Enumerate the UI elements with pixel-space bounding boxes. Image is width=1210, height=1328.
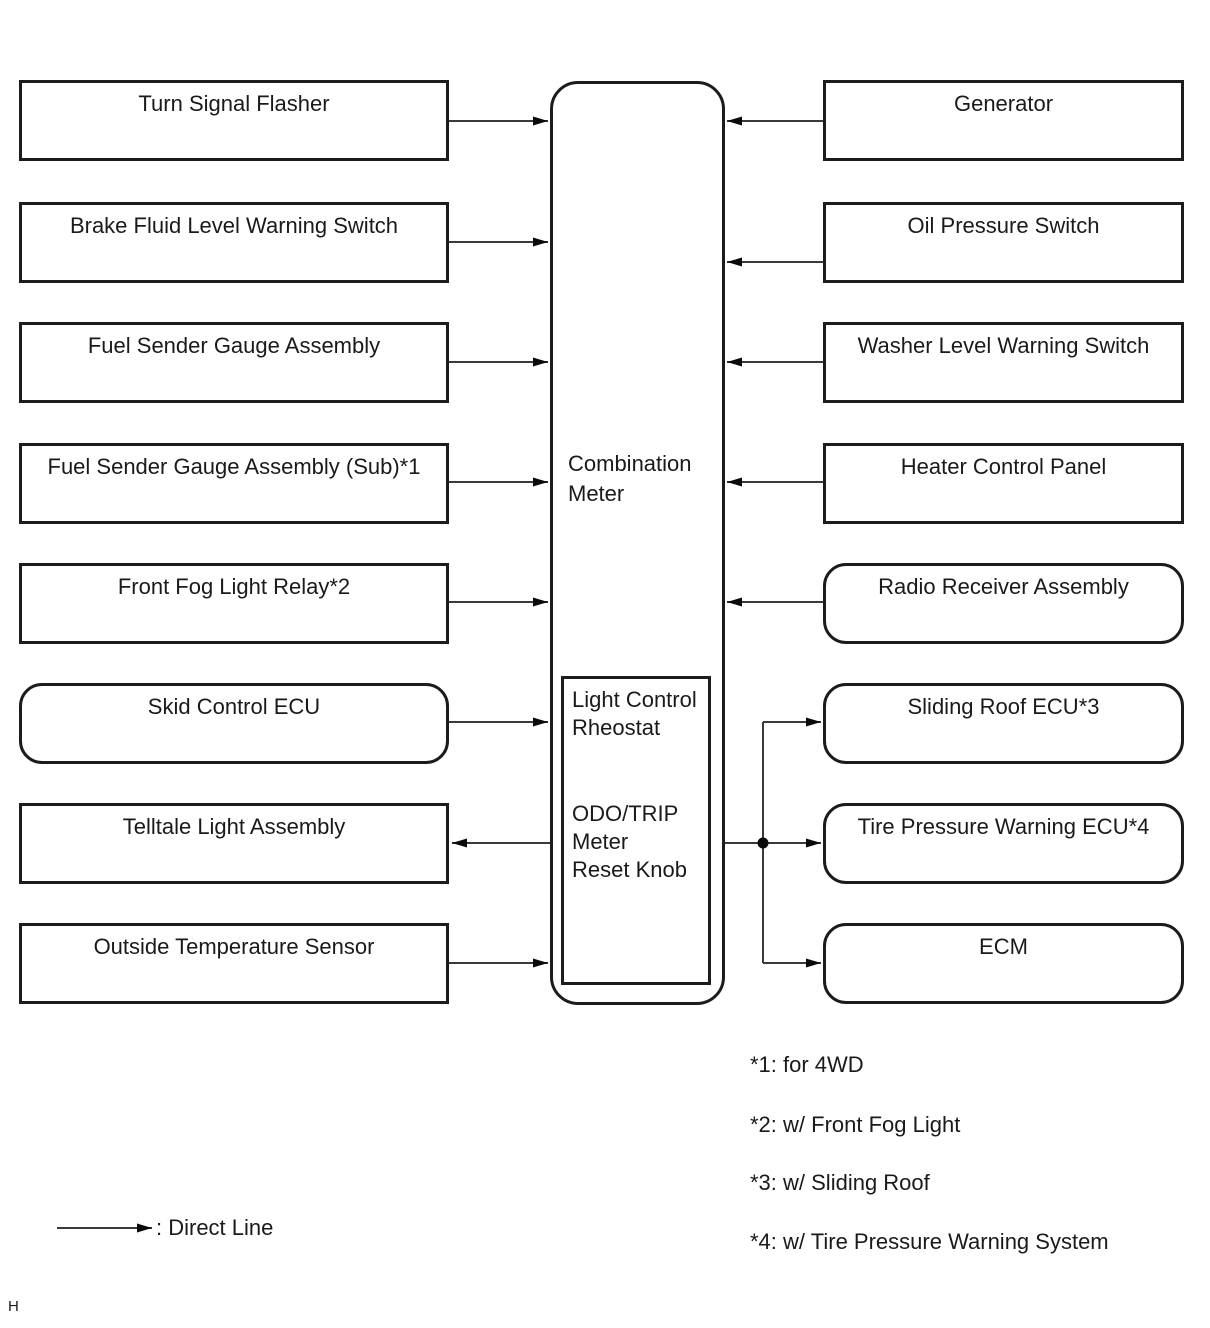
node-outside-temperature-sensor: Outside Temperature Sensor (19, 923, 449, 1004)
node-washer-level-warning-switch: Washer Level Warning Switch (823, 322, 1184, 403)
node-front-fog-light-relay: Front Fog Light Relay*2 (19, 563, 449, 644)
footnote-1: *1: for 4WD (750, 1052, 864, 1077)
node-label: Oil Pressure Switch (907, 213, 1100, 238)
combination-meter-label-line1: Combination (568, 451, 692, 476)
junction-dot (757, 837, 769, 849)
combination-meter-label: Combination Meter (568, 449, 718, 509)
node-label: Sliding Roof ECU*3 (907, 694, 1100, 719)
node-label: Front Fog Light Relay*2 (117, 574, 351, 599)
node-label: Fuel Sender Gauge Assembly (87, 333, 381, 358)
footnote-2: *2: w/ Front Fog Light (750, 1112, 961, 1137)
node-label: Brake Fluid Level Warning Switch (69, 213, 399, 238)
node-skid-control-ecu: Skid Control ECU (19, 683, 449, 764)
node-turn-signal-flasher: Turn Signal Flasher (19, 80, 449, 161)
node-label: Skid Control ECU (147, 694, 321, 719)
node-oil-pressure-switch: Oil Pressure Switch (823, 202, 1184, 283)
node-label: Outside Temperature Sensor (93, 934, 375, 959)
node-fuel-sender-gauge-assembly-sub: Fuel Sender Gauge Assembly (Sub)*1 (19, 443, 449, 524)
node-label: Turn Signal Flasher (138, 91, 330, 116)
odo-trip-reset-knob-label: ODO/TRIP Meter Reset Knob (572, 800, 707, 884)
node-ecm: ECM (823, 923, 1184, 1004)
node-generator: Generator (823, 80, 1184, 161)
node-label: Telltale Light Assembly (122, 814, 346, 839)
meter-controls-box: Light Control Rheostat ODO/TRIP Meter Re… (561, 676, 711, 985)
node-label: Tire Pressure Warning ECU*4 (857, 814, 1150, 839)
node-heater-control-panel: Heater Control Panel (823, 443, 1184, 524)
light-control-rheostat-label: Light Control Rheostat (572, 686, 707, 742)
odo-trip-line3: Reset Knob (572, 857, 687, 882)
node-radio-receiver-assembly: Radio Receiver Assembly (823, 563, 1184, 644)
node-tire-pressure-warning-ecu: Tire Pressure Warning ECU*4 (823, 803, 1184, 884)
node-label: Heater Control Panel (900, 454, 1107, 479)
node-sliding-roof-ecu: Sliding Roof ECU*3 (823, 683, 1184, 764)
light-control-line1: Light Control (572, 687, 697, 712)
page-corner-letter: H (8, 1298, 19, 1315)
node-label: Washer Level Warning Switch (857, 333, 1150, 358)
odo-trip-line2: Meter (572, 829, 629, 854)
node-label: ECM (979, 934, 1028, 959)
node-label: Radio Receiver Assembly (878, 574, 1129, 599)
footnote-3: *3: w/ Sliding Roof (750, 1170, 930, 1195)
node-label: Generator (953, 91, 1054, 116)
node-telltale-light-assembly: Telltale Light Assembly (19, 803, 449, 884)
odo-trip-line1: ODO/TRIP (572, 801, 679, 826)
node-brake-fluid-level-warning-switch: Brake Fluid Level Warning Switch (19, 202, 449, 283)
node-fuel-sender-gauge-assembly: Fuel Sender Gauge Assembly (19, 322, 449, 403)
node-label: Fuel Sender Gauge Assembly (Sub)*1 (47, 454, 421, 479)
combination-meter-label-line2: Meter (568, 481, 625, 506)
footnote-4: *4: w/ Tire Pressure Warning System (750, 1229, 1109, 1254)
legend-direct-line-label: : Direct Line (156, 1215, 274, 1240)
light-control-line2: Rheostat (572, 715, 661, 740)
